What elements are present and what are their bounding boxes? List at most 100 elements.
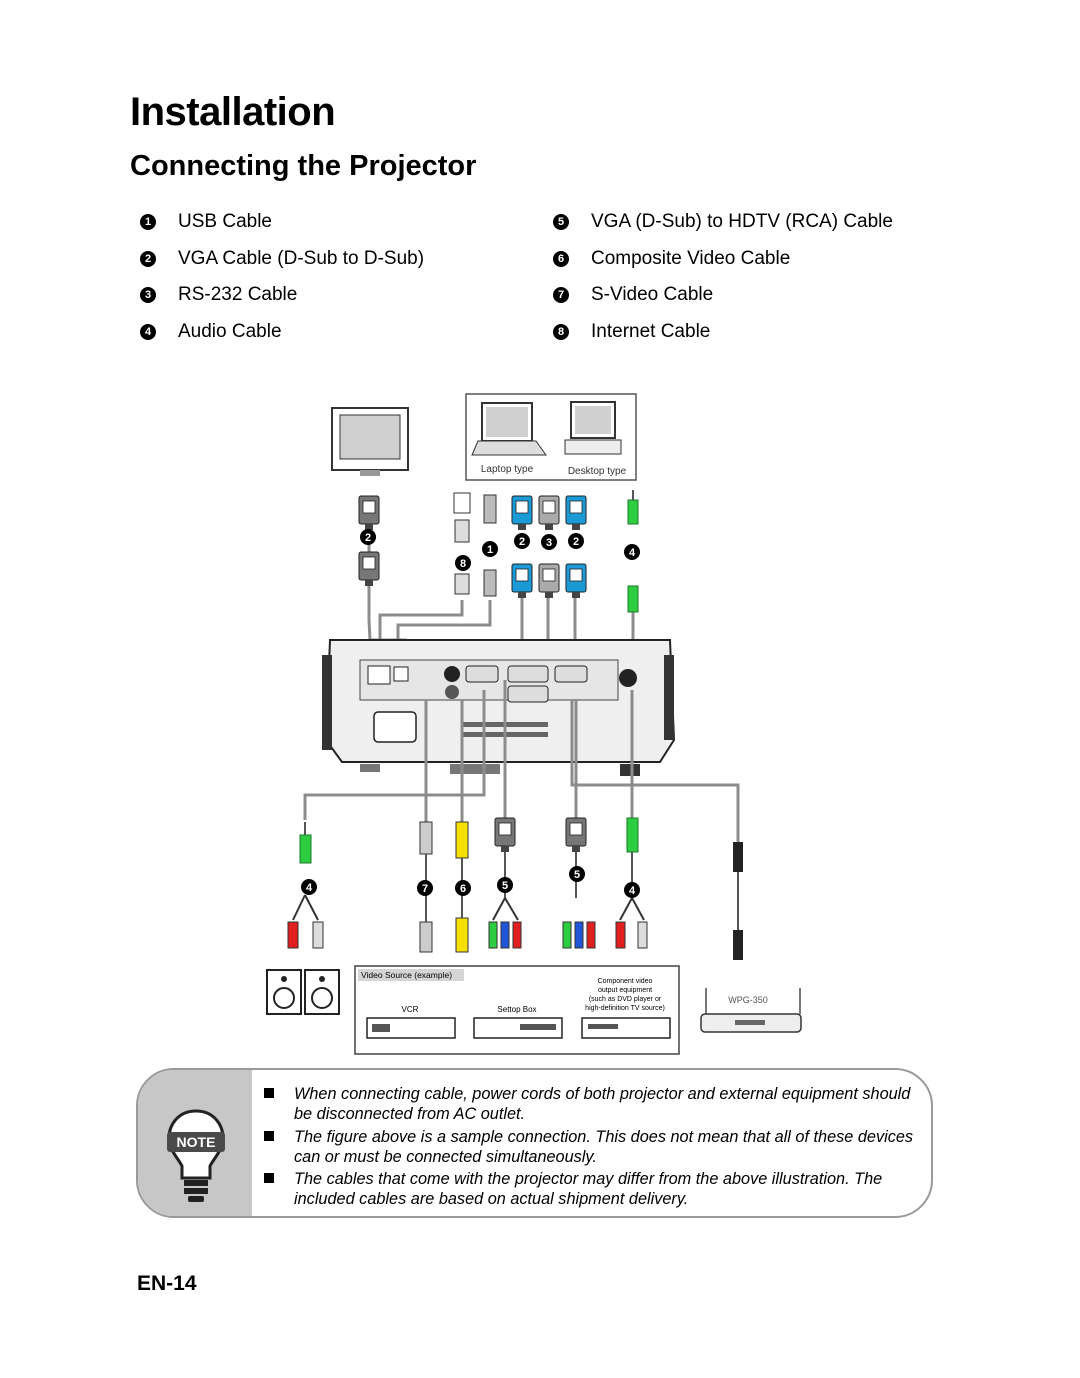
component-label-2: output equipment bbox=[598, 987, 652, 994]
marker: 5 bbox=[497, 877, 513, 893]
vcr-label: VCR bbox=[402, 1005, 419, 1014]
legend-label: RS-232 Cable bbox=[178, 284, 298, 306]
square-bullet-icon bbox=[264, 1173, 274, 1183]
desktop-icon bbox=[564, 401, 622, 455]
rs232-plug-bottom bbox=[538, 563, 560, 599]
marker-label: 3 bbox=[546, 537, 552, 549]
note-item: The figure above is a sample connection.… bbox=[254, 1127, 929, 1167]
antenna-cable bbox=[733, 842, 743, 960]
video-source-box: Video Source (example) VCR Settop Box Co… bbox=[354, 965, 680, 1055]
audio-cable-right bbox=[615, 817, 648, 949]
note-text: When connecting cable, power cords of bo… bbox=[294, 1085, 911, 1123]
note-lightbulb-icon: NOTE bbox=[167, 1109, 225, 1202]
legend-number: 6 bbox=[553, 250, 569, 267]
marker: 3 bbox=[541, 534, 557, 550]
marker-label: 5 bbox=[502, 880, 508, 892]
marker: 2 bbox=[360, 529, 376, 545]
marker: 2 bbox=[514, 533, 530, 549]
desktop-label: Desktop type bbox=[568, 466, 627, 477]
marker: 7 bbox=[417, 880, 433, 896]
usb-plug bbox=[483, 494, 497, 597]
square-bullet-icon bbox=[264, 1130, 274, 1141]
page-title: Installation bbox=[130, 90, 336, 134]
marker-label: 4 bbox=[629, 885, 636, 897]
wpg-device-icon: WPG-350 bbox=[700, 988, 802, 1033]
marker-label: 4 bbox=[629, 547, 636, 559]
connection-diagram: Laptop type Desktop type bbox=[266, 393, 802, 1055]
legend-number: 8 bbox=[553, 323, 569, 340]
marker-label: 8 bbox=[460, 558, 466, 570]
marker: 6 bbox=[455, 880, 471, 896]
section-title: Connecting the Projector bbox=[130, 150, 477, 182]
settop-label: Settop Box bbox=[497, 1005, 536, 1014]
note-badge-label: NOTE bbox=[177, 1134, 216, 1150]
component-label-1: Component video bbox=[598, 978, 653, 985]
rs232-plug-top bbox=[538, 495, 560, 531]
note-list: When connecting cable, power cords of bo… bbox=[254, 1084, 929, 1212]
marker-label: 2 bbox=[365, 532, 371, 544]
laptop-icon bbox=[471, 402, 547, 456]
marker: 2 bbox=[568, 533, 584, 549]
legend-label: VGA Cable (D-Sub to D-Sub) bbox=[178, 247, 425, 269]
marker: 5 bbox=[569, 866, 585, 882]
cable-legend-left: 1 USB Cable 2 VGA Cable (D-Sub to D-Sub) 3… bbox=[140, 204, 560, 350]
wpg-label: WPG-350 bbox=[728, 995, 768, 1005]
note-text: The figure above is a sample connection.… bbox=[294, 1127, 914, 1166]
video-source-label: Video Source (example) bbox=[361, 970, 452, 980]
square-bullet-icon bbox=[264, 1088, 274, 1098]
projector-icon bbox=[322, 639, 676, 776]
legend-number: 2 bbox=[140, 250, 156, 267]
laptop-label: Laptop type bbox=[481, 464, 534, 475]
vga-plug-monitor-bottom bbox=[358, 551, 380, 587]
marker: 4 bbox=[624, 882, 640, 898]
legend-number: 1 bbox=[140, 214, 156, 231]
component-label-3: (such as DVD player or bbox=[589, 996, 662, 1003]
marker: 1 bbox=[482, 541, 498, 557]
legend-item: 4 Audio Cable bbox=[140, 314, 560, 351]
ethernet-plug bbox=[453, 492, 471, 595]
audio-plug-top bbox=[627, 490, 639, 613]
vga-plug-monitor-top bbox=[358, 495, 380, 531]
note-box: NOTE When connecting cable, power cords … bbox=[136, 1068, 933, 1218]
speaker-icon bbox=[266, 969, 340, 1015]
marker-label: 4 bbox=[306, 882, 313, 894]
marker-label: 5 bbox=[574, 869, 580, 881]
legend-label: Internet Cable bbox=[591, 320, 711, 342]
legend-item: 1 USB Cable bbox=[140, 204, 560, 241]
vga-plug-blue-3 bbox=[511, 563, 533, 599]
marker: 8 bbox=[455, 555, 471, 571]
marker-label: 2 bbox=[573, 536, 579, 548]
legend-item: 3 RS-232 Cable bbox=[140, 277, 560, 314]
legend-item: 2 VGA Cable (D-Sub to D-Sub) bbox=[140, 241, 560, 278]
note-text: The cables that come with the projector … bbox=[294, 1170, 883, 1208]
hdtv-cable-left bbox=[488, 817, 522, 949]
legend-item: 7 S-Video Cable bbox=[553, 277, 973, 314]
vga-plug-blue-1 bbox=[511, 495, 533, 531]
monitor-icon bbox=[331, 407, 409, 476]
page-number: EN-14 bbox=[137, 1272, 197, 1295]
note-item: When connecting cable, power cords of bo… bbox=[254, 1084, 929, 1124]
marker-label: 6 bbox=[460, 883, 466, 895]
computer-box: Laptop type Desktop type bbox=[465, 393, 637, 481]
marker: 4 bbox=[301, 879, 317, 895]
legend-item: 6 Composite Video Cable bbox=[553, 241, 973, 278]
component-label-4: high-definition TV source) bbox=[585, 1005, 665, 1012]
vga-plug-blue-4 bbox=[565, 563, 587, 599]
legend-label: USB Cable bbox=[178, 211, 272, 233]
marker: 4 bbox=[624, 544, 640, 560]
legend-label: Composite Video Cable bbox=[591, 247, 791, 269]
marker-label: 7 bbox=[422, 883, 428, 895]
note-item: The cables that come with the projector … bbox=[254, 1169, 929, 1209]
vga-plug-blue-2 bbox=[565, 495, 587, 531]
legend-number: 4 bbox=[140, 323, 156, 340]
legend-label: Audio Cable bbox=[178, 320, 282, 342]
legend-label: VGA (D-Sub) to HDTV (RCA) Cable bbox=[591, 211, 893, 233]
legend-number: 3 bbox=[140, 287, 156, 304]
lower-cables bbox=[303, 680, 740, 842]
marker-label: 1 bbox=[487, 544, 493, 556]
legend-number: 7 bbox=[553, 287, 569, 304]
marker-label: 2 bbox=[519, 536, 525, 548]
legend-label: S-Video Cable bbox=[591, 284, 714, 306]
